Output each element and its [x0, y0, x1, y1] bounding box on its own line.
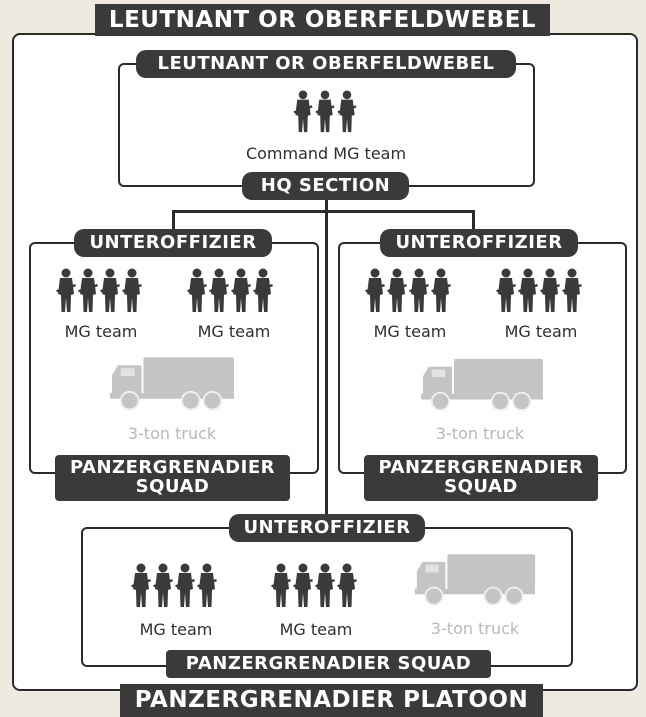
soldier-icon [100, 268, 120, 314]
squad-right-name: PANZERGRENADIER SQUAD [364, 455, 598, 501]
squad-left-name: PANZERGRENADIER SQUAD [55, 455, 290, 501]
squad-right-team2-label: MG team [504, 322, 578, 341]
platoon-commander-title: LEUTNANT OR OBERFELDWEBEL [95, 4, 550, 36]
soldier-icon [122, 268, 142, 314]
squad-right-team1-icons [365, 268, 455, 314]
squad-bottom-leader: UNTEROFFIZIER [229, 514, 425, 542]
squad-bottom-name: PANZERGRENADIER SQUAD [166, 650, 491, 678]
soldier-icon [293, 90, 313, 134]
soldier-icon [518, 268, 538, 314]
truck-icon [108, 353, 236, 413]
command-mg-team-label: Command MG team [245, 144, 407, 163]
soldier-icon [315, 90, 335, 134]
hq-section-label: HQ SECTION [242, 172, 409, 200]
squad-right-team2-icons [496, 268, 586, 314]
soldier-icon [540, 268, 560, 314]
soldier-icon [197, 563, 217, 609]
soldier-icon [293, 563, 313, 609]
squad-right-team1-label: MG team [373, 322, 447, 341]
squad-left-team1-label: MG team [64, 322, 138, 341]
command-mg-team-icons [293, 90, 363, 134]
soldier-icon [175, 563, 195, 609]
squad-bottom-team1-icons [131, 563, 221, 609]
squad-bottom-team2-icons [271, 563, 361, 609]
soldier-icon [78, 268, 98, 314]
soldier-icon [187, 268, 207, 314]
soldier-icon [153, 563, 173, 609]
squad-left-vehicle-label: 3-ton truck [127, 424, 217, 443]
soldier-icon [209, 268, 229, 314]
connector-right-drop [472, 210, 475, 232]
squad-right-leader: UNTEROFFIZIER [380, 229, 578, 257]
soldier-icon [271, 563, 291, 609]
soldier-icon [253, 268, 273, 314]
squad-left-leader: UNTEROFFIZIER [74, 229, 272, 257]
squad-bottom-team1-label: MG team [139, 620, 213, 639]
soldier-icon [56, 268, 76, 314]
soldier-icon [337, 90, 357, 134]
connector-vertical [325, 200, 328, 516]
connector-horizontal [172, 210, 475, 213]
squad-bottom-team2-label: MG team [279, 620, 353, 639]
soldier-icon [365, 268, 385, 314]
soldier-icon [337, 563, 357, 609]
squad-left-team1-icons [56, 268, 146, 314]
connector-left-drop [172, 210, 175, 232]
soldier-icon [496, 268, 516, 314]
soldier-icon [409, 268, 429, 314]
soldier-icon [387, 268, 407, 314]
squad-left-team2-label: MG team [197, 322, 271, 341]
truck-icon [418, 355, 546, 413]
soldier-icon [231, 268, 251, 314]
soldier-icon [315, 563, 335, 609]
squad-right-vehicle-label: 3-ton truck [435, 424, 525, 443]
hq-commander-title: LEUTNANT OR OBERFELDWEBEL [136, 50, 516, 78]
squad-left-team2-icons [187, 268, 277, 314]
soldier-icon [562, 268, 582, 314]
platoon-title: PANZERGRENADIER PLATOON [120, 684, 543, 717]
squad-bottom-vehicle-label: 3-ton truck [430, 619, 520, 638]
soldier-icon [131, 563, 151, 609]
soldier-icon [431, 268, 451, 314]
truck-icon [413, 548, 537, 610]
